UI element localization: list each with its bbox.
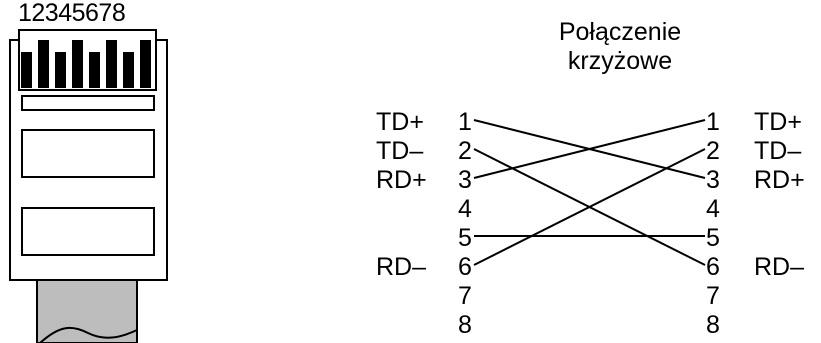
right-pin-column: 12345678 <box>706 108 720 339</box>
right-pin-4: 4 <box>706 195 720 223</box>
left-pin-7: 7 <box>458 282 472 310</box>
left-pin-5: 5 <box>458 224 472 252</box>
connector-window-top <box>21 129 155 178</box>
cable-jacket-curve <box>39 326 138 343</box>
right-pin-3: 3 <box>706 166 720 194</box>
contact-3 <box>55 52 66 88</box>
left-pin-8: 8 <box>458 311 472 339</box>
left-signal-1: TD+ <box>376 108 424 136</box>
contact-7 <box>123 52 134 88</box>
left-signal-6: RD– <box>376 253 426 281</box>
crossover-wires <box>473 119 706 266</box>
right-pin-8: 8 <box>706 311 720 339</box>
connector-window-bottom <box>21 207 155 256</box>
wire-3-to-1 <box>473 119 706 179</box>
left-signal-labels: TD+TD–RD+ RD– <box>376 108 427 281</box>
right-pin-6: 6 <box>706 253 720 281</box>
left-signal-3: RD+ <box>376 166 427 194</box>
right-signal-6: RD– <box>754 253 804 281</box>
left-pin-1: 1 <box>458 108 472 136</box>
rj45-connector <box>9 29 168 343</box>
contact-6 <box>106 40 117 88</box>
right-signal-2: TD– <box>754 137 801 165</box>
left-pin-column: 12345678 <box>458 108 472 339</box>
connector-strip <box>21 95 155 111</box>
right-pin-7: 7 <box>706 282 720 310</box>
connector-pin-numbers: 12345678 <box>18 0 126 27</box>
left-pin-6: 6 <box>458 253 472 281</box>
right-signal-1: TD+ <box>754 108 802 136</box>
connector-contacts <box>18 29 157 91</box>
right-signal-labels: TD+TD–RD+ RD– <box>754 108 805 281</box>
contact-1 <box>21 52 32 88</box>
contact-5 <box>89 52 100 88</box>
contact-2 <box>38 40 49 88</box>
right-signal-3: RD+ <box>754 166 805 194</box>
contact-4 <box>72 40 83 88</box>
left-pin-4: 4 <box>458 195 472 223</box>
title-line-2: krzyżowe <box>567 47 673 75</box>
left-signal-2: TD– <box>376 137 423 165</box>
right-pin-5: 5 <box>706 224 720 252</box>
right-pin-2: 2 <box>706 137 720 165</box>
left-pin-3: 3 <box>458 166 472 194</box>
left-pin-2: 2 <box>458 137 472 165</box>
right-pin-1: 1 <box>706 108 720 136</box>
diagram-title: Połączenie krzyżowe <box>505 18 735 76</box>
contact-8 <box>140 40 151 88</box>
wire-6-to-2 <box>473 148 706 266</box>
title-line-1: Połączenie <box>558 18 682 46</box>
